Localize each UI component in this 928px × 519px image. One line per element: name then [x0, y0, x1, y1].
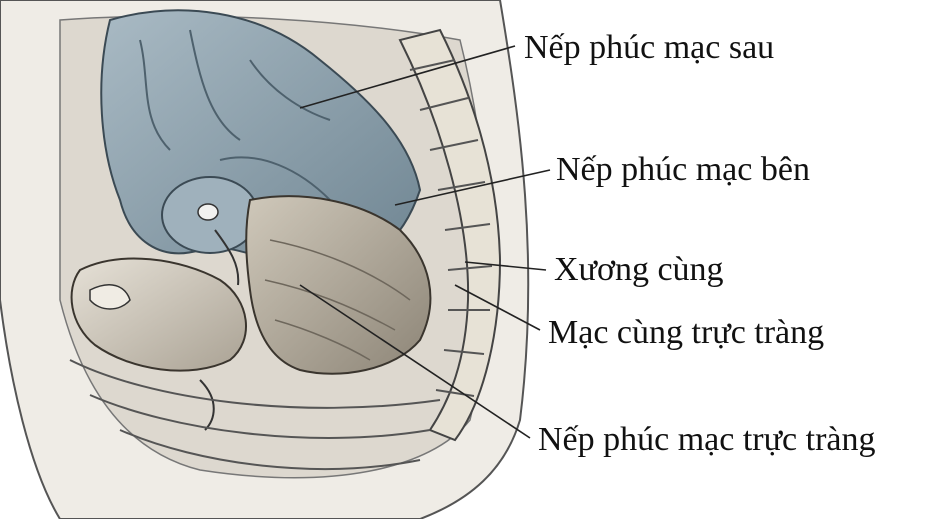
label-posterior-peritoneal-fold: Nếp phúc mạc sau: [524, 28, 774, 68]
label-sacrum: Xương cùng: [554, 250, 724, 290]
label-rectal-peritoneal-fold: Nếp phúc mạc trực tràng: [538, 420, 876, 460]
label-rectosacral-fascia: Mạc cùng trực tràng: [548, 313, 824, 353]
label-lateral-peritoneal-fold: Nếp phúc mạc bên: [556, 150, 810, 190]
